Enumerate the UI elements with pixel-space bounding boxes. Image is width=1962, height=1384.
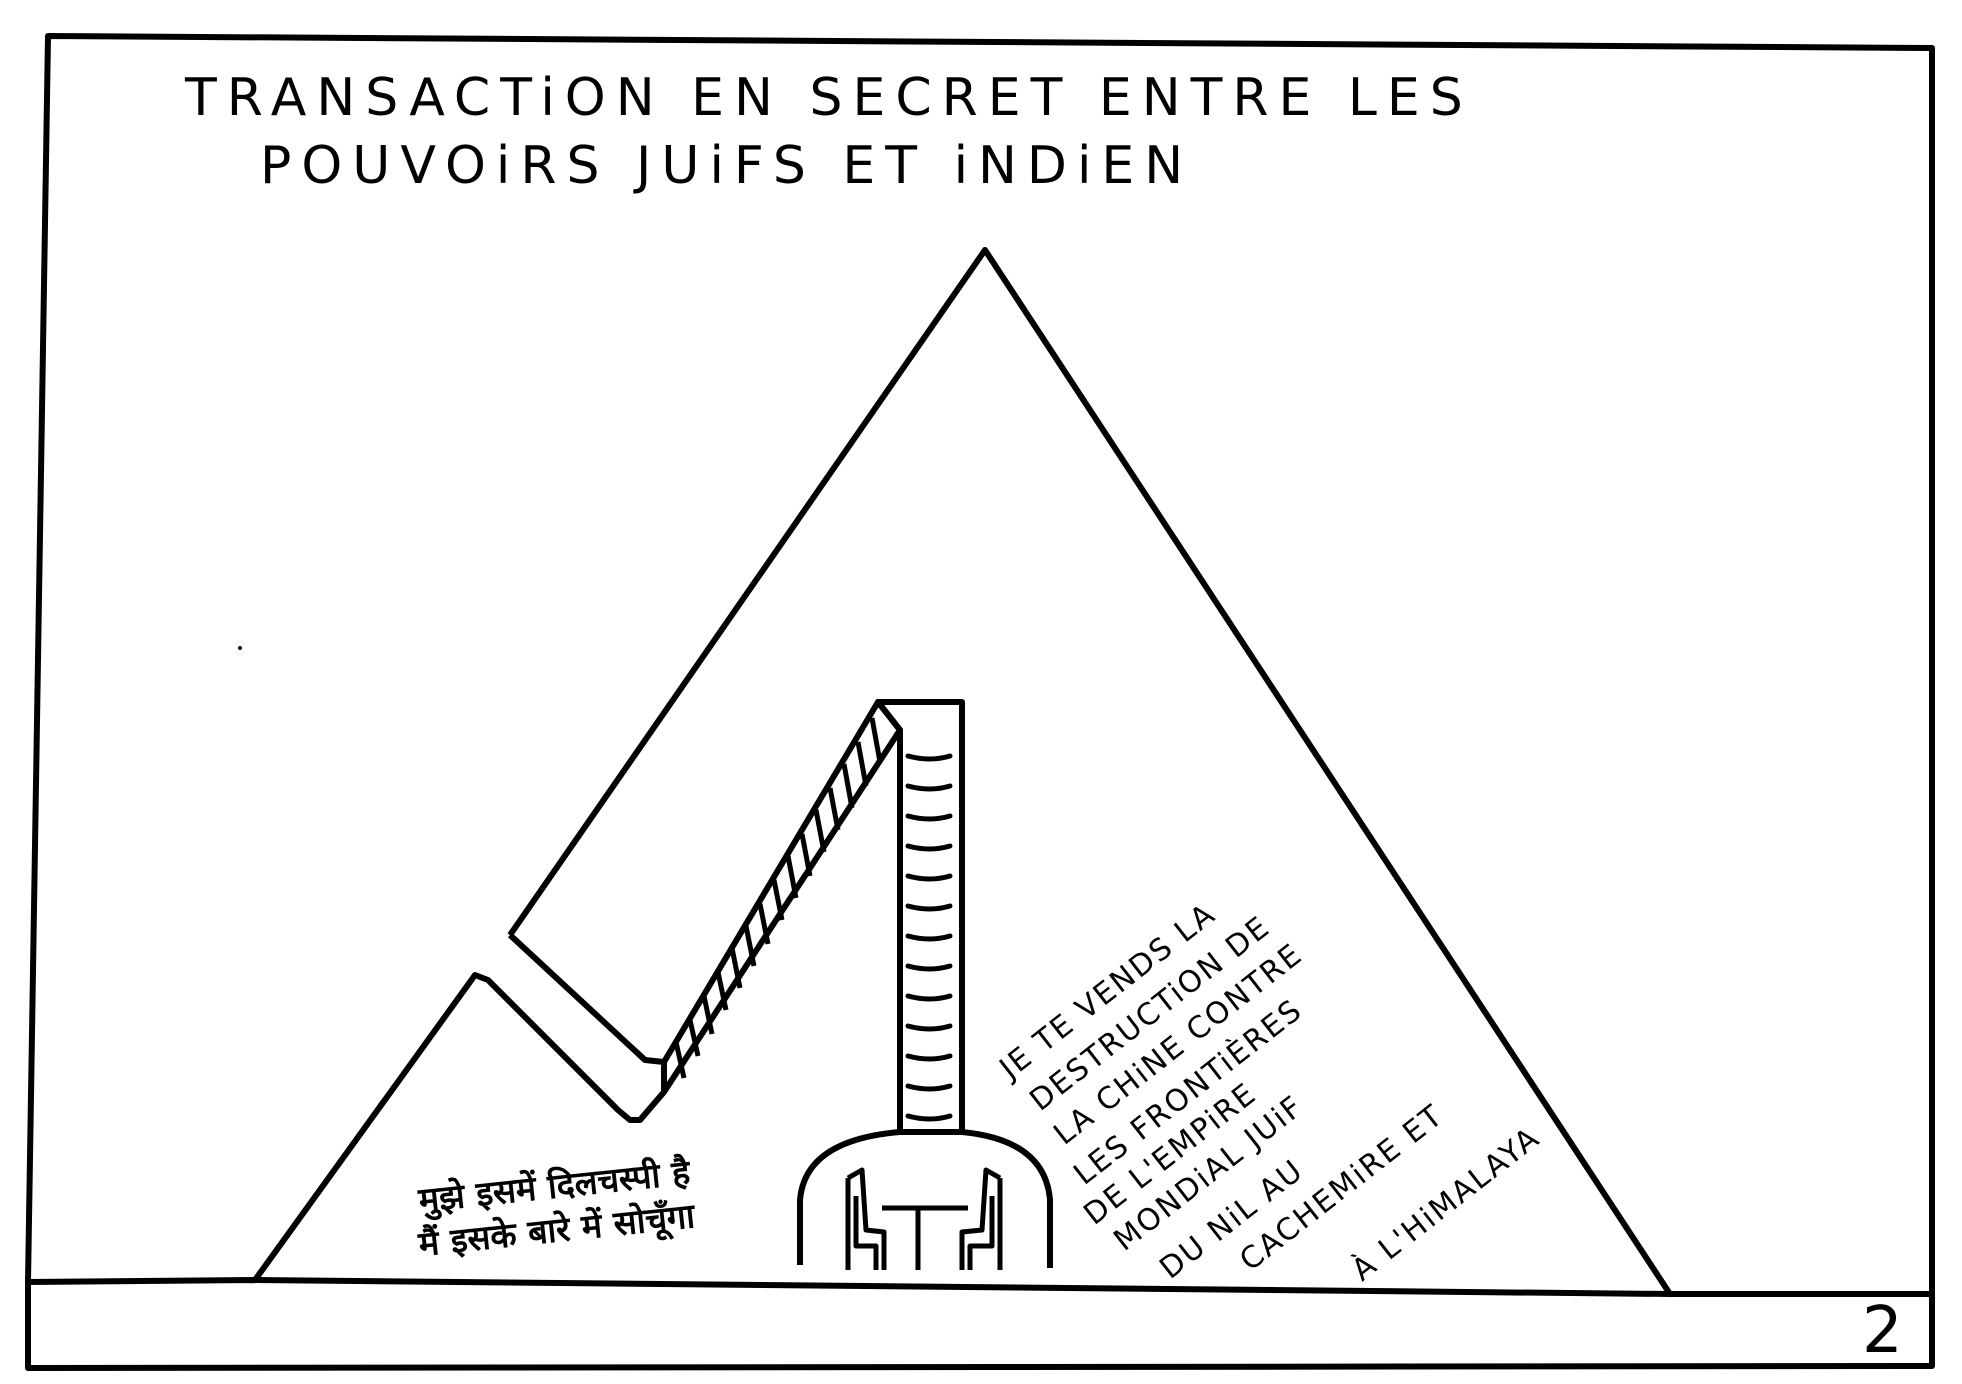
- pyramid-notch: [507, 932, 665, 1065]
- left-figure-chair: [845, 1167, 887, 1270]
- secret-chamber: [797, 1129, 1053, 1268]
- right-figure-chair: [959, 1167, 1003, 1270]
- speech-french: JE TE VENDS LA DESTRUCTiON DE LA CHiNE C…: [992, 896, 1547, 1288]
- pyramid-outline: [252, 972, 667, 1282]
- panel-border: [25, 33, 1935, 1371]
- ink-dot: [238, 646, 242, 650]
- title-line-1: TRANSACTiON EN SECRET ENTRE LES: [184, 68, 1473, 128]
- vertical-shaft-rungs: [905, 753, 953, 1122]
- vertical-shaft: [875, 699, 965, 1135]
- pyramid-right-edge: [507, 247, 1673, 1296]
- sloped-passage: [661, 699, 903, 1095]
- ground-line: [27, 1276, 1932, 1297]
- page-number: 2: [1862, 1294, 1903, 1368]
- title-line-2: POUVOiRS JUiFS ET iNDiEN: [260, 136, 1193, 196]
- sloped-passage-hatching: [673, 717, 883, 1079]
- table: [882, 1205, 968, 1270]
